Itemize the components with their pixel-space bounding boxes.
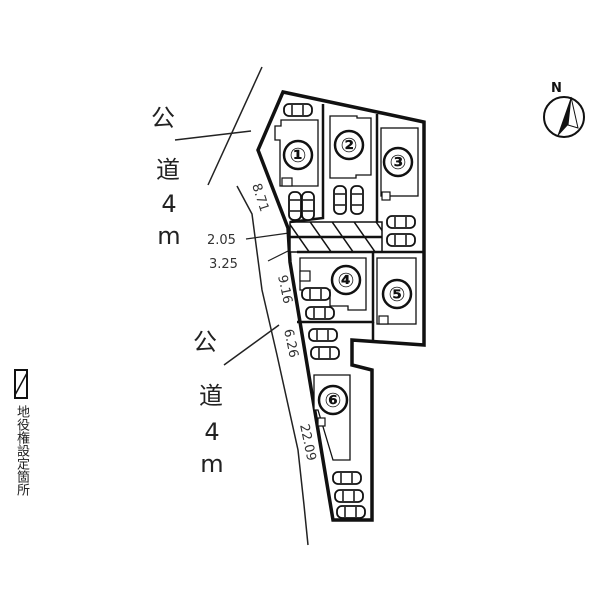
road-label-lower-1: 公 [193,328,217,356]
road-label-lower-3: 4 [204,418,220,446]
dimension-8-71: 8.71 [248,182,271,214]
dimension-2-05: 2.05 [207,233,236,248]
lot-5-label: ⑤ [389,282,406,306]
dimension-3-25: 3.25 [209,257,238,272]
road-label-upper-3: 4 [161,190,177,218]
road-lines [174,66,309,546]
lot-2-label: ② [341,133,358,157]
dimension-22-09: 22.09 [296,423,318,463]
dimension-6-26: 6.26 [280,328,301,359]
road-label-upper-2: 道 [156,156,180,184]
lot-3-label: ③ [390,150,407,174]
lot-boundaries [289,104,424,340]
road-label-upper-4: m [157,222,181,250]
road-label-lower-4: m [200,450,224,478]
legend-hatch-icon [14,369,28,399]
road-label-upper-1: 公 [151,104,175,132]
lot-1-label: ① [290,143,307,167]
dimension-9-16: 9.16 [274,274,295,305]
north-compass-icon: N [543,81,585,138]
lot-6-label: ⑥ [325,388,342,412]
compass-label: N [551,81,562,96]
road-label-lower-2: 道 [199,382,223,410]
lot-labels [282,129,414,416]
lot-4-label: ④ [338,268,355,292]
legend-label: 地役権設定箇所 [14,405,29,496]
